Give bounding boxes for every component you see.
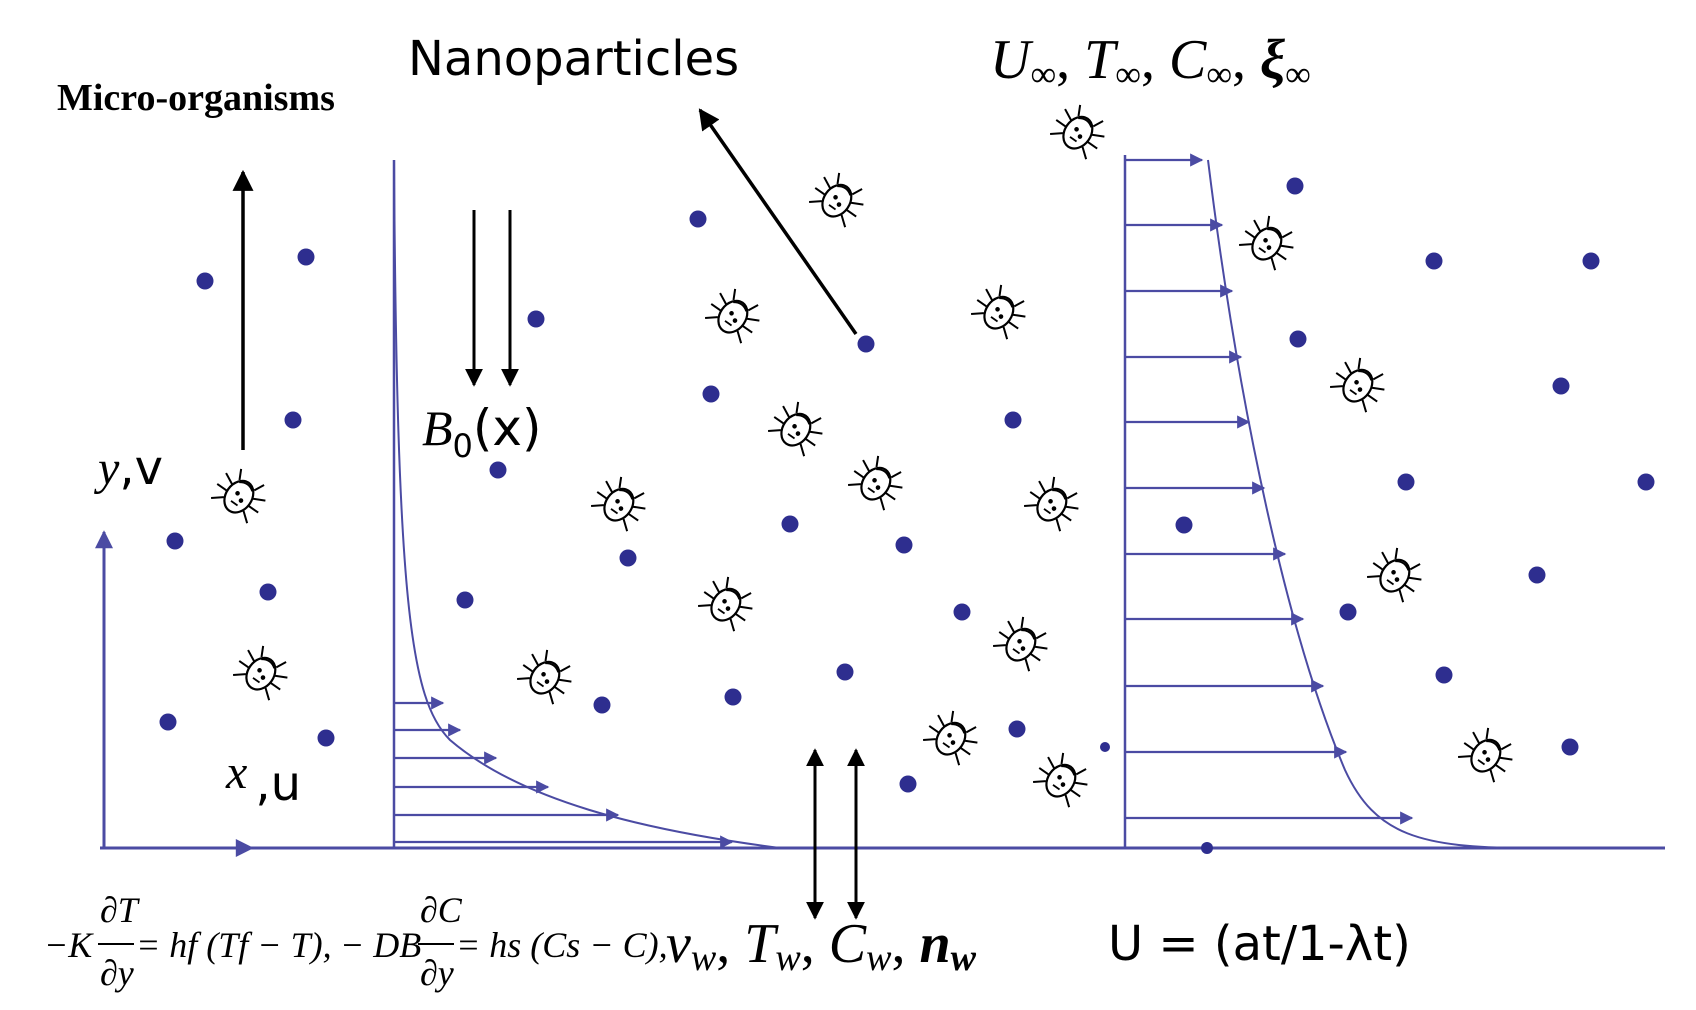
magnetic-field-label: B0(x) — [422, 399, 542, 465]
nanoparticle-dot — [1435, 666, 1453, 684]
nanoparticle-dot — [196, 272, 214, 290]
wall-conditions: vw, Tw, Cw, nw — [666, 913, 977, 979]
bc-concentration-den: ∂y — [420, 953, 454, 993]
bacterium-icon — [844, 448, 912, 514]
bacterium-icon — [229, 638, 297, 704]
nanoparticle-dot — [619, 549, 637, 567]
nanoparticle-dot — [702, 385, 720, 403]
nanoparticles-arrow — [698, 108, 858, 336]
nanoparticle-dot — [593, 696, 611, 714]
free-stream-conditions: U∞, T∞, C∞, ξ∞ — [990, 29, 1311, 94]
nanoparticle-dot — [166, 532, 184, 550]
nanoparticle-dot — [1397, 473, 1415, 491]
nanoparticle-dot — [1425, 252, 1443, 270]
bacterium-icon — [967, 277, 1035, 343]
left-profile-curve — [393, 159, 781, 849]
velocity-expression: U = (at/1-λt) — [1108, 916, 1411, 972]
bc-thermal-num: ∂T — [100, 890, 141, 930]
nanoparticle-dot — [456, 591, 474, 609]
nanoparticle-dot — [1561, 738, 1579, 756]
bacterium-icon — [701, 281, 769, 347]
micro-organisms-label: Micro-organisms — [57, 77, 335, 119]
nanoparticle-dot — [259, 583, 277, 601]
bc-concentration-rhs: = hs (Cs − C), — [456, 925, 668, 965]
bacterium-icon — [989, 609, 1057, 675]
nanoparticle-dot — [1100, 742, 1110, 752]
nanoparticle-dot — [953, 603, 971, 621]
nanoparticle-dot — [857, 335, 875, 353]
nanoparticle-dot — [527, 310, 545, 328]
nanoparticle-dot — [781, 515, 799, 533]
bc-thermal-rhs: = hf (Tf − T), — [136, 925, 332, 965]
bacterium-icon — [919, 703, 987, 769]
y-axis-label: y,v — [93, 440, 163, 496]
x-axis-label: x,u — [225, 746, 301, 812]
nanoparticle-dot — [1286, 177, 1304, 195]
nanoparticle-dot — [489, 461, 507, 479]
bacterium-icon — [1326, 350, 1394, 416]
left-velocity-arrows — [394, 696, 734, 849]
nanoparticle-dot — [317, 729, 335, 747]
nanoparticle-dot — [689, 210, 707, 228]
nanoparticle-dot — [1008, 720, 1026, 738]
nanoparticle-dot — [1175, 516, 1193, 534]
bacterium-icon — [1235, 208, 1303, 274]
nanoparticle-dot — [297, 248, 315, 266]
nanoparticle-dot — [1552, 377, 1570, 395]
nanoparticle-dot — [724, 688, 742, 706]
bacterium-icon — [587, 469, 655, 535]
bacterium-icon — [1046, 97, 1114, 163]
bacterium-icon — [1454, 720, 1522, 786]
bc-concentration-num: ∂C — [420, 890, 463, 930]
bc-concentration: − DB ∂C ∂y = hs (Cs − C), — [340, 890, 668, 993]
bacterium-icon — [1363, 540, 1431, 606]
nanoparticle-dot — [1582, 252, 1600, 270]
nanoparticle-dot — [895, 536, 913, 554]
bacterium-icon — [513, 642, 581, 708]
bc-concentration-lhs: − DB — [340, 925, 421, 965]
bacterium-icon — [1029, 745, 1097, 811]
bacterium-icon — [764, 394, 832, 460]
nanoparticle-dot — [1528, 566, 1546, 584]
nanoparticle-dot — [899, 775, 917, 793]
nanoparticle-dot — [836, 663, 854, 681]
bc-thermal: −K ∂T ∂y = hf (Tf − T), — [44, 890, 332, 993]
nanoparticle-dot — [284, 411, 302, 429]
right-velocity-arrows — [1125, 153, 1414, 825]
nanoparticle-dot — [159, 713, 177, 731]
nanoparticles-label: Nanoparticles — [408, 31, 739, 87]
bacterium-icon — [207, 461, 275, 527]
bc-thermal-den: ∂y — [100, 953, 134, 993]
nanoparticles — [159, 177, 1655, 854]
nanoparticle-dot — [1289, 330, 1307, 348]
nanoparticle-dot — [1637, 473, 1655, 491]
bacterium-icon — [805, 165, 873, 231]
bacterium-icon — [1020, 469, 1088, 535]
nanoparticle-dot — [1004, 411, 1022, 429]
nanoparticle-dot — [1339, 603, 1357, 621]
nanoparticle-dot — [1201, 842, 1213, 854]
bacterium-icon — [694, 569, 762, 635]
bc-thermal-lhs: −K — [44, 925, 94, 965]
